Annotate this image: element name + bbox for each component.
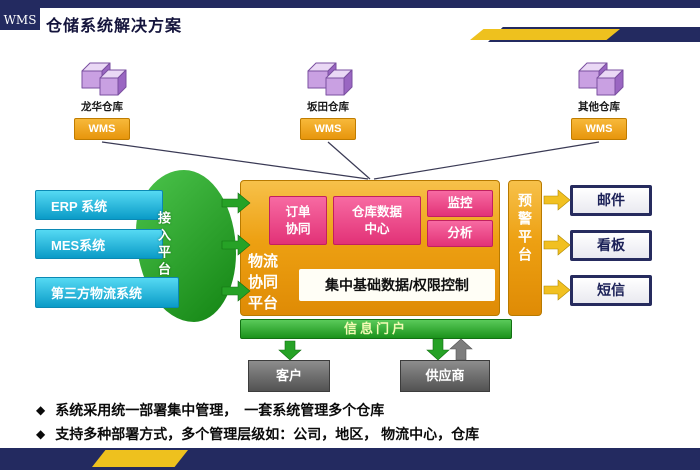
top-right-decor-yellow [470, 29, 620, 40]
channel-kanban: 看板 [570, 230, 652, 261]
wms-logo: WMS [0, 0, 40, 30]
bullet-diamond-icon: ◆ [36, 403, 46, 417]
top-strip [0, 0, 700, 8]
warehouse-icon [307, 62, 353, 96]
access-platform-label: 接入平台 [156, 211, 171, 279]
warehouse-group-other: 其他仓库 WMS [551, 56, 647, 140]
bottom-bar-yellow-decor [92, 450, 188, 467]
module-monitor: 监控 [427, 190, 493, 217]
warehouse-group-bantian: 坂田仓库 WMS [280, 56, 376, 140]
portal-partner-arrows [278, 338, 473, 361]
warehouse-label: 坂田仓库 [307, 101, 349, 113]
platform-name: 物流 协同 平台 [248, 251, 278, 314]
wms-badge: WMS [74, 118, 130, 140]
portal-to-supplier-arrow [426, 338, 450, 361]
module-label-line: 订单 [285, 204, 311, 219]
wms-badge: WMS [300, 118, 356, 140]
warehouse-icon [578, 62, 624, 96]
partner-supplier: 供应商 [400, 360, 490, 392]
partner-customer: 客户 [248, 360, 330, 392]
bullet-2: ◆ 支持多种部署方式，多个管理层级如：公司，地区， 物流中心，仓库 [36, 424, 479, 444]
module-label-line: 协同 [285, 221, 311, 236]
warning-platform-box: 预警平台 [508, 180, 542, 316]
module-analysis: 分析 [427, 220, 493, 247]
supplier-to-portal-arrow [449, 338, 473, 361]
wms-badge: WMS [571, 118, 627, 140]
bullet-text: 支持多种部署方式，多个管理层级如：公司，地区， 物流中心，仓库 [55, 426, 480, 442]
warehouse-icon [81, 62, 127, 96]
module-label-line: 仓库数据 [351, 204, 402, 219]
portal-to-customer-arrow [278, 340, 302, 361]
information-portal-bar: 信息门户 [240, 319, 512, 339]
page-title: 仓储系统解决方案 [46, 18, 183, 35]
system-box-erp: ERP 系统 [35, 190, 163, 220]
bullet-diamond-icon: ◆ [36, 427, 46, 441]
warning-to-channel-arrows [543, 189, 571, 301]
module-warehouse-data-center: 仓库数据 中心 [333, 196, 421, 245]
system-box-mes: MES系统 [35, 229, 163, 259]
channel-sms: 短信 [570, 275, 652, 306]
logistics-platform-box: 物流 协同 平台 订单 协同 仓库数据 中心 监控 分析 集中基础数据/权限控制 [240, 180, 500, 316]
warehouse-label: 龙华仓库 [81, 101, 123, 113]
module-label-line: 中心 [364, 221, 390, 236]
bullet-text: 系统采用统一部署集中管理， 一套系统管理多个仓库 [55, 402, 385, 418]
warehouse-group-longhua: 龙华仓库 WMS [54, 56, 150, 140]
module-order-collaboration: 订单 协同 [269, 196, 327, 245]
warning-platform-label: 预警平台 [517, 193, 533, 265]
channel-email: 邮件 [570, 185, 652, 216]
system-box-3pl: 第三方物流系统 [35, 277, 179, 308]
bullet-1: ◆ 系统采用统一部署集中管理， 一套系统管理多个仓库 [36, 400, 384, 420]
warehouse-label: 其他仓库 [578, 101, 620, 113]
platform-name-line: 平台 [248, 295, 279, 312]
base-data-permission-box: 集中基础数据/权限控制 [299, 269, 495, 301]
platform-name-line: 协同 [248, 274, 279, 291]
platform-name-line: 物流 [248, 253, 279, 270]
